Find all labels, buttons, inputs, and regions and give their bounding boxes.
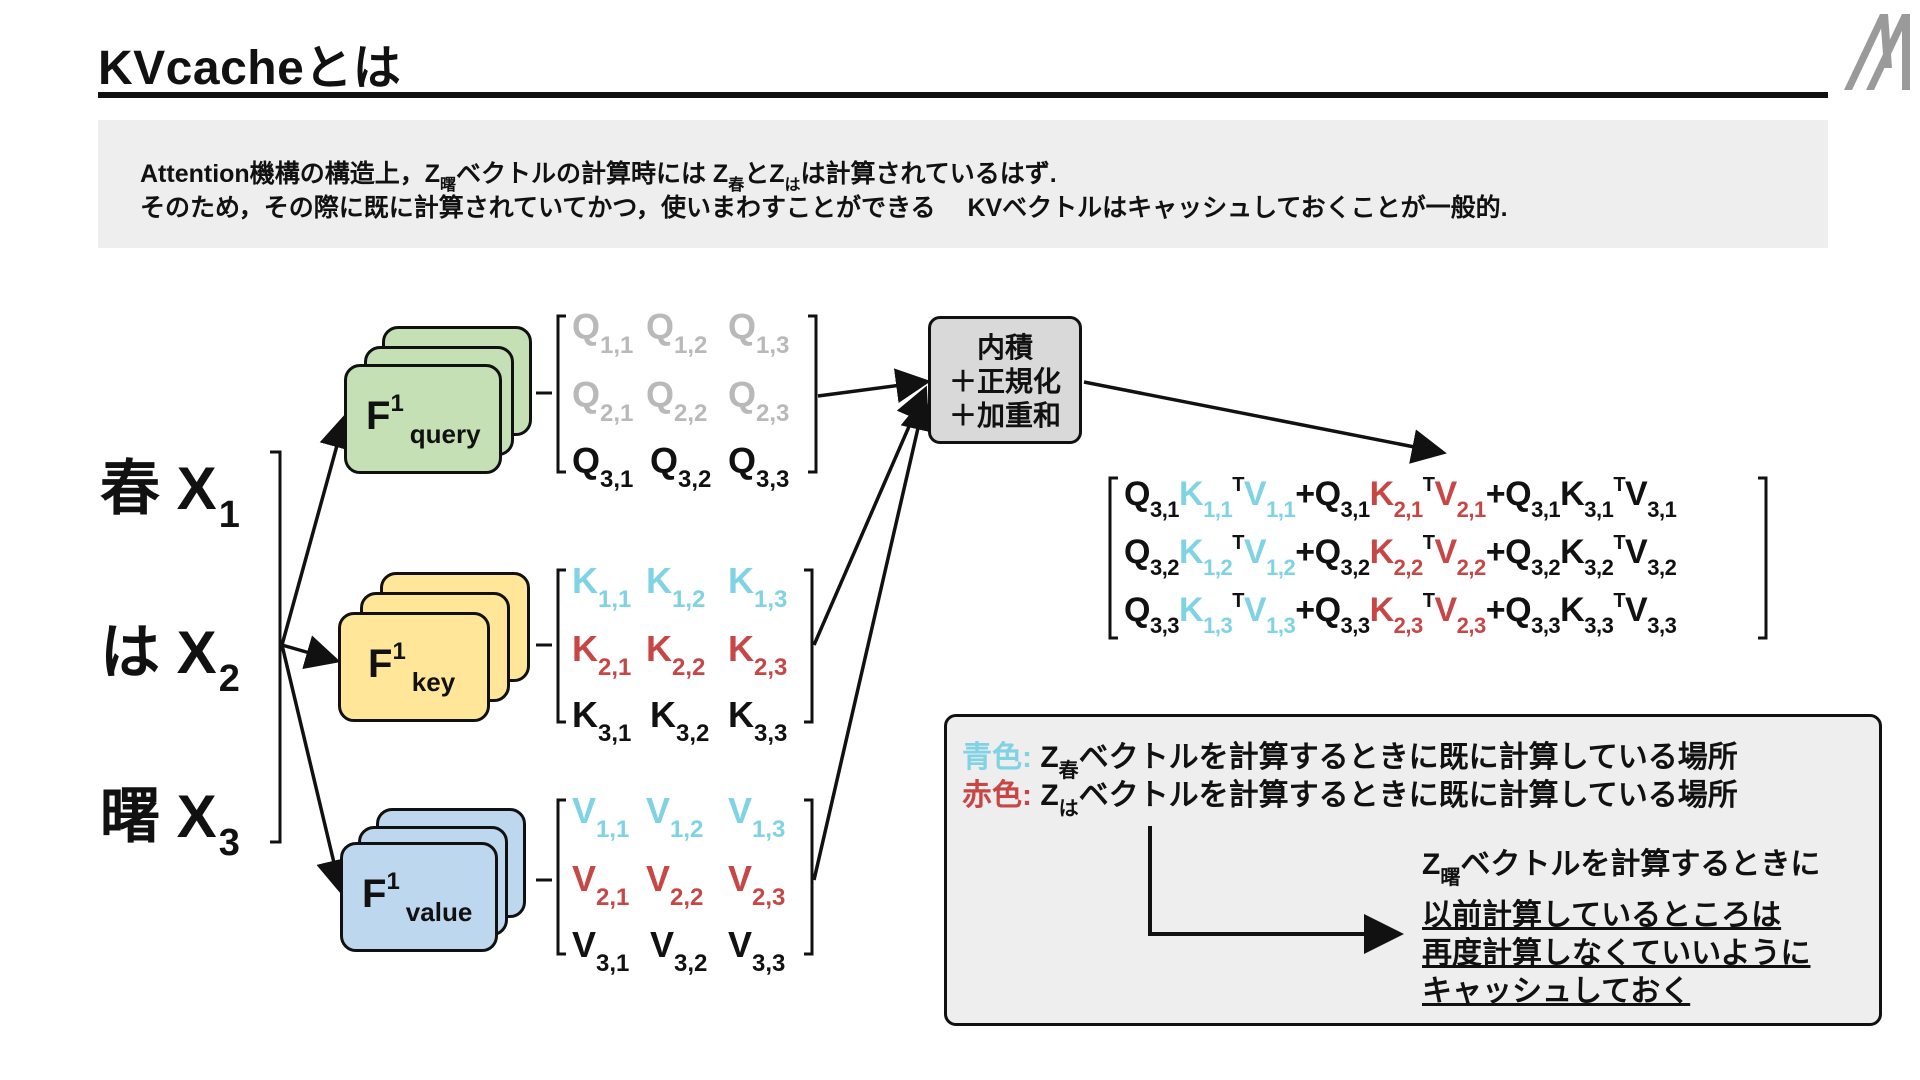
result-row-3: Q3,3K1,3TV1,3+Q3,3K2,3TV2,3+Q3,3K3,3TV3,… [1124,590,1677,638]
cache-note-line-4: キャッシュしておく [1422,975,1691,1008]
k-cell-3-3: K3,3 [728,694,788,747]
description-box [98,120,1828,248]
cache-note: Z曙ベクトルを計算するときに 以前計算しているところは 再度計算しなくていいよう… [1422,846,1820,1011]
description-line-1: Attention機構の構造上，Z曙ベクトルの計算時には Z春とZはは計算されて… [140,160,1057,194]
value-function-card [340,842,498,952]
input-token-3: 曙 X3 [100,783,240,864]
v-cell-3-1: V3,1 [572,924,630,977]
query-function-card [344,364,502,474]
legend-box [944,714,1882,1026]
q-cell-2-2: Q2,2 [646,374,708,427]
v-cell-3-2: V3,2 [650,924,708,977]
q-cell-3-1: Q3,1 [572,440,634,493]
k-cell-2-3: K2,3 [728,628,788,681]
attention-process-box: 内積 ＋正規化 ＋加重和 [928,316,1082,444]
v-cell-2-3: V2,3 [728,858,786,911]
k-cell-2-1: K2,1 [572,628,632,681]
v-cell-1-1: V1,1 [572,790,630,843]
process-line-3: ＋加重和 [948,400,1061,431]
description-line-2: そのため，その際に既に計算されていてかつ，使いまわすことができる KVベクトルは… [140,194,1508,222]
k-cell-3-2: K3,2 [650,694,710,747]
query-function-label: F1query [366,390,481,449]
q-cell-3-2: Q3,2 [650,440,712,493]
key-function-card [338,612,490,722]
legend-blue: 青色: Z春ベクトルを計算するときに既に計算している場所 [962,741,1738,782]
result-row-1: Q3,1K1,1TV1,1+Q3,1K2,1TV2,1+Q3,1K3,1TV3,… [1124,474,1677,522]
value-function-label: F1value [362,868,473,927]
q-cell-1-3: Q1,3 [728,306,790,359]
input-token-1: 春 X1 [100,455,240,536]
q-cell-3-3: Q3,3 [728,440,790,493]
v-cell-1-3: V1,3 [728,790,786,843]
q-cell-1-1: Q1,1 [572,306,634,359]
v-cell-2-2: V2,2 [646,858,704,911]
cache-note-line-3: 再度計算しなくていいように [1422,937,1811,970]
key-function-label: F1key [368,638,456,697]
v-cell-2-1: V2,1 [572,858,630,911]
q-cell-2-1: Q2,1 [572,374,634,427]
k-cell-1-3: K1,3 [728,560,788,613]
cache-note-line-1: Z曙ベクトルを計算するときに [1422,848,1821,889]
q-cell-2-3: Q2,3 [728,374,790,427]
title-rule [98,92,1828,98]
cache-note-line-2: 以前計算しているところは [1422,899,1782,932]
page-title: KVcacheとは [98,42,402,95]
k-cell-1-1: K1,1 [572,560,632,613]
q-cell-1-2: Q1,2 [646,306,708,359]
process-line-2: ＋正規化 [948,366,1061,397]
company-logo-icon [1844,14,1910,90]
k-cell-3-1: K3,1 [572,694,632,747]
v-cell-3-3: V3,3 [728,924,786,977]
result-row-2: Q3,2K1,2TV1,2+Q3,2K2,2TV2,2+Q3,2K3,2TV3,… [1124,532,1677,580]
legend-red: 赤色: Zはベクトルを計算するときに既に計算している場所 [962,779,1738,820]
process-line-1: 内積 [976,332,1033,363]
v-cell-1-2: V1,2 [646,790,704,843]
input-token-2: は X2 [100,619,240,700]
k-cell-1-2: K1,2 [646,560,706,613]
k-cell-2-2: K2,2 [646,628,706,681]
